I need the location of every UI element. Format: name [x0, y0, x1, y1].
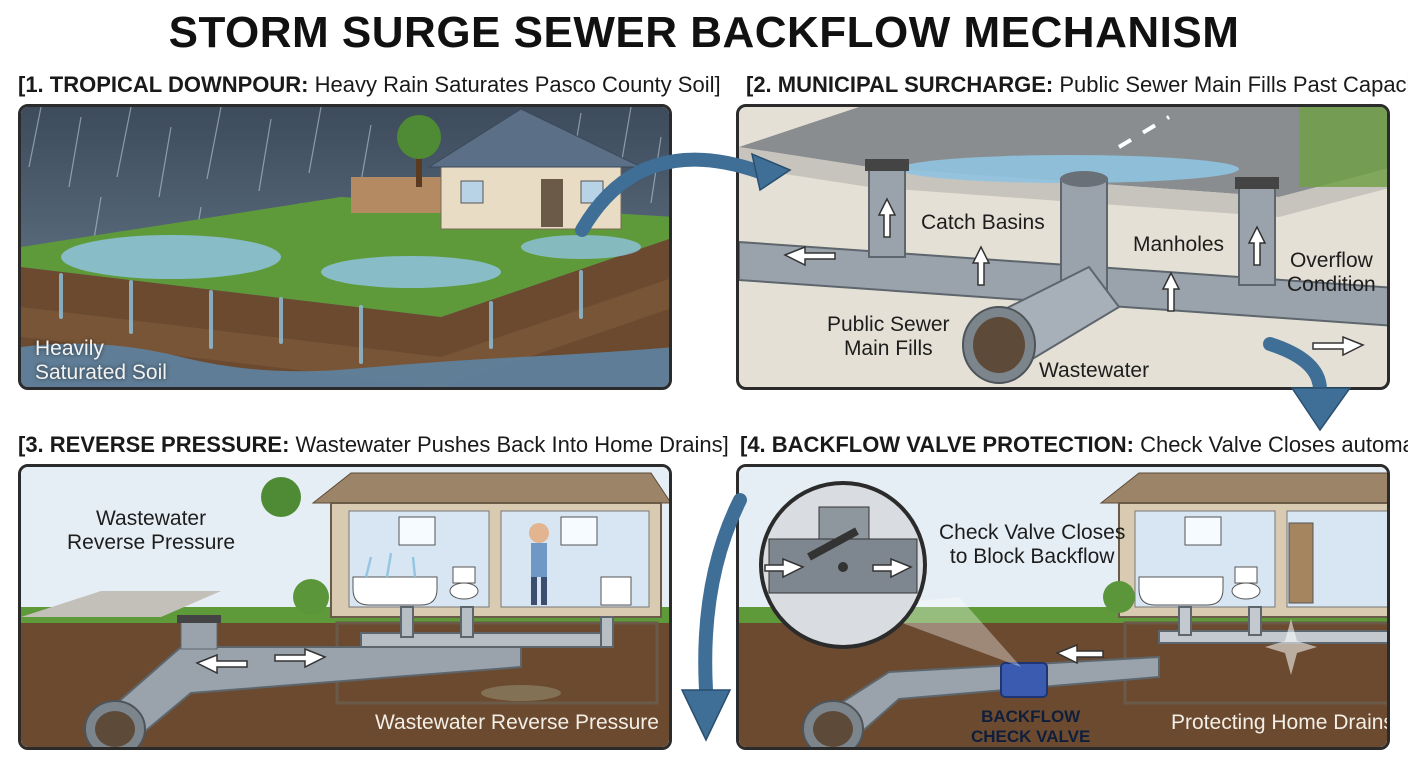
panel-backflow-valve-protection: Check Valve Closes to Block Backflow BAC…: [736, 464, 1390, 750]
saturated-soil-label: Heavily Saturated Soil: [35, 337, 167, 385]
panel-municipal-surcharge: Catch Basins Manholes Overflow Condition…: [736, 104, 1390, 390]
arrow-4-to-3: [698, 493, 747, 697]
panel-3-heading: [3. REVERSE PRESSURE: Wastewater Pushes …: [18, 432, 729, 458]
grate-icon: [1235, 177, 1279, 189]
reverse-pressure-top-label: Wastewater Reverse Pressure: [67, 507, 236, 555]
check-valve-magnifier: [759, 481, 927, 649]
panel-3-illustration: [21, 467, 669, 747]
panel-1-illustration: [21, 107, 669, 387]
grate-icon: [865, 159, 909, 171]
panel-reverse-pressure: Wastewater Reverse Pressure Wastewater R…: [18, 464, 672, 750]
panel-1-heading-prefix: [1. TROPICAL DOWNPOUR:: [18, 72, 309, 97]
groundwater: [21, 343, 669, 387]
page-title: STORM SURGE SEWER BACKFLOW MECHANISM: [168, 8, 1240, 57]
puddle: [61, 235, 281, 279]
sink-icon: [600, 576, 632, 606]
panel-4-heading-rest: Check Valve Closes automatically]: [1140, 432, 1408, 457]
street-flooding: [899, 155, 1239, 183]
puddle: [321, 256, 501, 288]
right-flow-arrow: [1312, 335, 1365, 357]
panel-2-heading-rest: Public Sewer Main Fills Past Capacity]: [1053, 72, 1408, 97]
public-sewer-main-label: Public Sewer Main Fills: [827, 313, 950, 361]
catch-basins-label: Catch Basins: [921, 211, 1045, 234]
left-flow-arrow: [1055, 643, 1104, 665]
panel-2-heading-prefix: [2. MUNICIPAL SURCHARGE:: [746, 72, 1054, 97]
toilet-icon: [1234, 566, 1258, 584]
blocked-arrow-icon: [872, 557, 913, 579]
panel-4-illustration: [739, 467, 1387, 747]
reverse-pressure-bottom-label: Wastewater Reverse Pressure: [375, 711, 659, 734]
panel-3-heading-prefix: [3. REVERSE PRESSURE:: [18, 432, 290, 457]
bathtub-icon: [1138, 576, 1224, 606]
fence: [351, 177, 441, 213]
bathtub-icon: [352, 576, 438, 606]
home-drain-pipes: [360, 606, 614, 648]
left-flow-arrow: [195, 653, 248, 675]
left-flow-arrow: [783, 245, 836, 267]
backflow-check-valve-label: BACKFLOW CHECK VALVE: [971, 707, 1091, 746]
sparkle-icon: [1265, 619, 1317, 675]
panel-2-illustration: [739, 107, 1387, 384]
wastewater-label: Wastewater: [1039, 359, 1150, 382]
door-icon: [1288, 522, 1314, 604]
cleanout-grate-icon: [177, 615, 221, 623]
check-valve-closes-label: Check Valve Closes to Block Backflow: [939, 521, 1126, 569]
panel-tropical-downpour: Heavily Saturated Soil: [18, 104, 672, 390]
wastewater-pipe: [962, 265, 1121, 384]
panel-1-heading: [1. TROPICAL DOWNPOUR: Heavy Rain Satura…: [18, 72, 721, 98]
manhole-cover-icon: [1060, 171, 1108, 187]
manholes-label: Manholes: [1133, 233, 1225, 256]
tree-icon: [397, 115, 441, 159]
panel-4-heading: [4. BACKFLOW VALVE PROTECTION: Check Val…: [740, 432, 1408, 458]
overflow-condition-label: Overflow Condition: [1287, 249, 1376, 297]
right-flow-arrow: [274, 647, 327, 669]
worried-person-icon: [529, 523, 549, 605]
panel-3-heading-rest: Wastewater Pushes Back Into Home Drains]: [289, 432, 729, 457]
tree-icon: [261, 477, 301, 517]
backflow-check-valve-icon: [1000, 662, 1048, 698]
toilet-icon: [452, 566, 476, 584]
panel-4-heading-prefix: [4. BACKFLOW VALVE PROTECTION:: [740, 432, 1134, 457]
blocked-arrow-icon: [764, 557, 805, 579]
home-drain-pipes: [1158, 606, 1387, 644]
valve-flap-icon: [807, 527, 859, 561]
protecting-home-drains-label: Protecting Home Drains: [1171, 711, 1390, 734]
sidewalk: [21, 591, 221, 617]
puddle: [521, 235, 641, 259]
panel-1-heading-rest: Heavy Rain Saturates Pasco County Soil]: [308, 72, 721, 97]
arrow-head-4-to-3: [680, 689, 732, 742]
up-arrows: [877, 197, 1267, 312]
arrow-head-2-to-4: [1290, 387, 1352, 432]
panel-2-heading: [2. MUNICIPAL SURCHARGE: Public Sewer Ma…: [746, 72, 1408, 98]
